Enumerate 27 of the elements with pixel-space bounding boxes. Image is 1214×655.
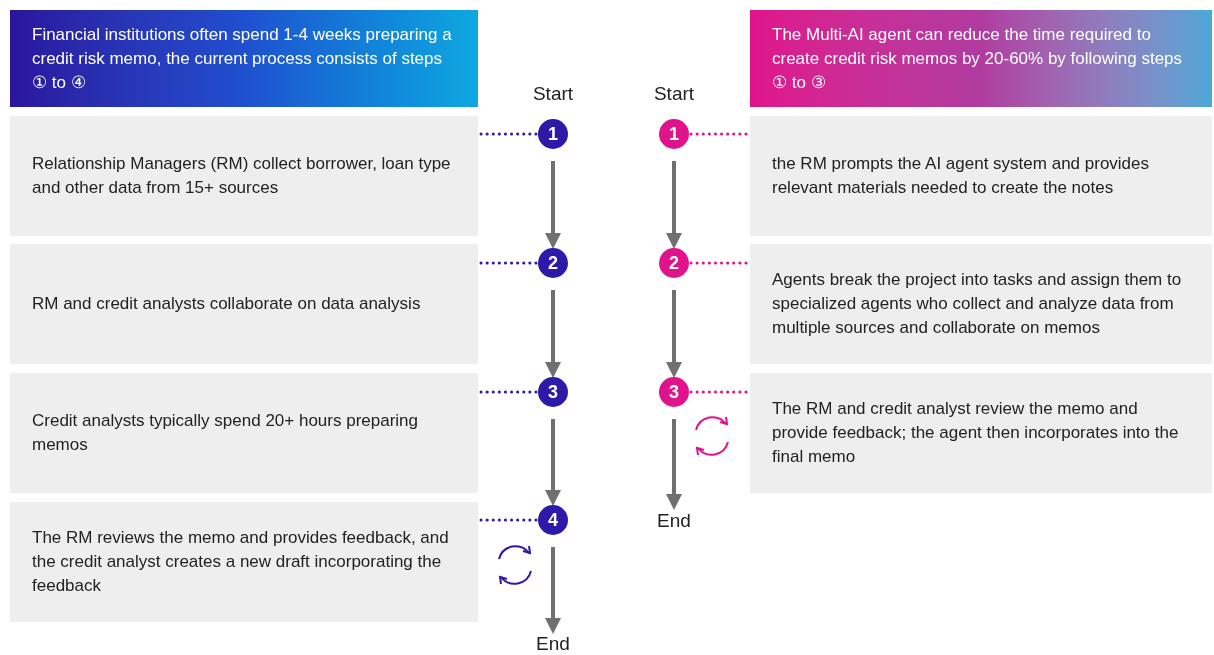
end-label: End [523, 633, 583, 655]
step-box: Relationship Managers (RM) collect borrower, loan type and other data from 15+ sources [10, 116, 478, 236]
arrow [666, 161, 682, 249]
step-box: RM and credit analysts collaborate on data analysis [10, 244, 478, 364]
step-box: Agents break the project into tasks and assign them to specialized agents who collect and analyze data from multiple sources and collaborate on memos [750, 244, 1212, 364]
dotted-connector [478, 518, 538, 522]
step-box: Credit analysts typically spend 20+ hours preparing memos [10, 373, 478, 493]
dotted-connector [478, 261, 538, 265]
header-banner: The Multi-AI agent can reduce the time required to create credit risk memos by 20-60% by following steps ① to ③ [750, 10, 1212, 107]
dotted-connector [478, 390, 538, 394]
arrow [545, 161, 561, 249]
end-label: End [644, 509, 704, 533]
start-label: Start [531, 82, 575, 106]
start-label: Start [652, 82, 696, 106]
dotted-connector [689, 261, 750, 265]
dotted-connector [689, 390, 750, 394]
step-box: The RM reviews the memo and provides feedback, and the credit analyst creates a new draft incorporating the feedback [10, 502, 478, 622]
dotted-connector [478, 132, 538, 136]
step-box: the RM prompts the AI agent system and provides relevant materials needed to create the notes [750, 116, 1212, 236]
arrow [545, 419, 561, 506]
arrow [666, 419, 682, 510]
arrow [545, 290, 561, 378]
header-banner: Financial institutions often spend 1-4 weeks preparing a credit risk memo, the current process consists of steps ① to ④ [10, 10, 478, 107]
dotted-connector [689, 132, 750, 136]
arrow [545, 547, 561, 634]
step-box: The RM and credit analyst review the memo and provide feedback; the agent then incorporates into the final memo [750, 373, 1212, 493]
arrow [666, 290, 682, 378]
